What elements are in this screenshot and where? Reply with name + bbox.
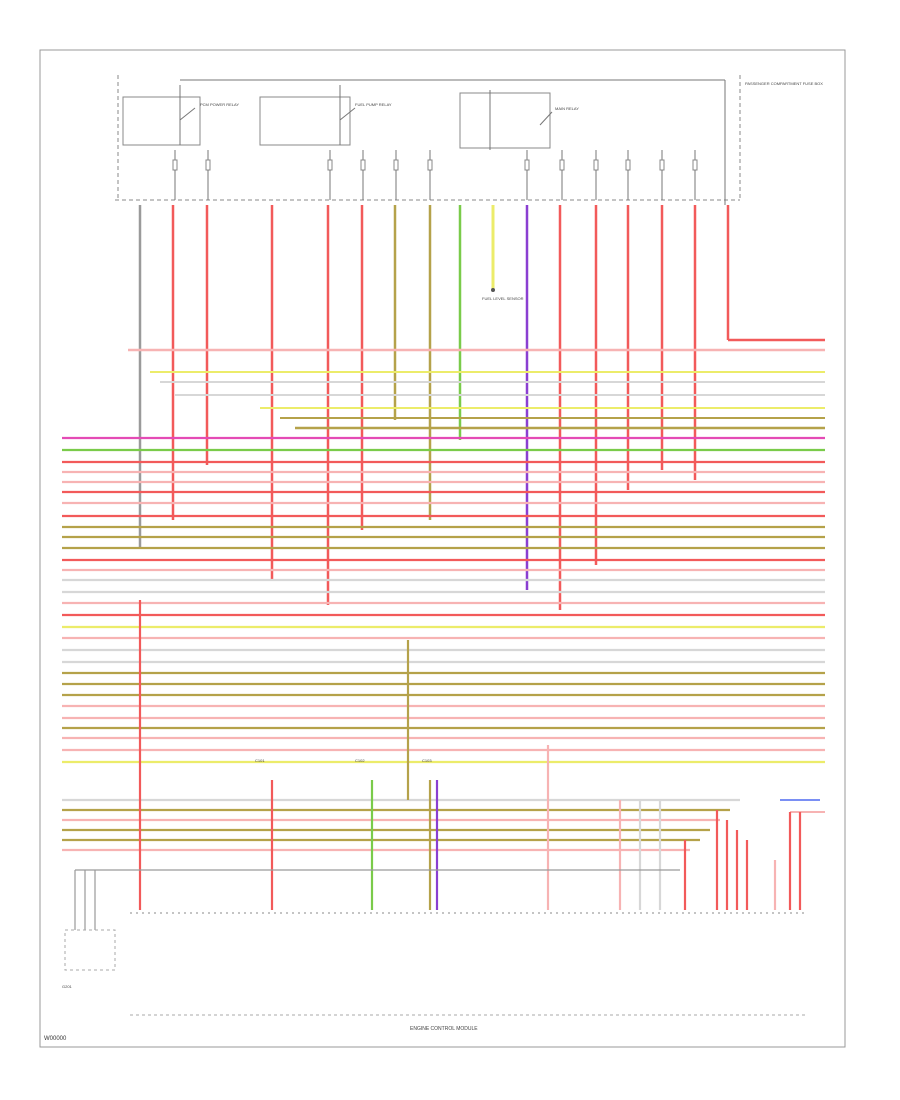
fuse-symbol [524,159,530,171]
left-ground-box [64,929,116,971]
fuse-symbol [559,159,565,171]
mid-connector-3: C103 [422,758,432,763]
left-box-label: G201 [62,984,73,989]
relay-box-1-label: PCM POWER RELAY [200,102,239,107]
sensor-label: FUEL LEVEL SENSOR [482,296,524,301]
relay-box-1: PCM POWER RELAY [122,85,239,146]
bottom-label: ENGINE CONTROL MODULE [410,1026,478,1032]
page-code: W00000 [44,1036,67,1042]
right-block-label: PASSENGER COMPARTMENT FUSE BOX [745,81,823,86]
mid-connector-1: C101 [255,758,265,763]
wires [62,205,825,930]
fuse-symbol [659,159,665,171]
fuse-symbol [393,159,399,171]
fuse-symbol [327,159,333,171]
fuse-symbol [205,159,211,171]
fuse-symbol [172,159,178,171]
fuse-symbols [172,150,698,200]
mid-connector-2: C102 [355,758,365,763]
fuse-symbol [360,159,366,171]
fuse-symbol [427,159,433,171]
diagram-frame [39,49,846,1048]
fuse-symbol [692,159,698,171]
relay-box-3-label: MAIN RELAY [555,106,579,111]
relay-box-2-label: FUEL PUMP RELAY [355,102,392,107]
fuse-symbol [593,159,599,171]
relay-box-2: FUEL PUMP RELAY [259,85,392,146]
fuse-symbol [625,159,631,171]
relay-box-3: MAIN RELAY [459,90,579,150]
